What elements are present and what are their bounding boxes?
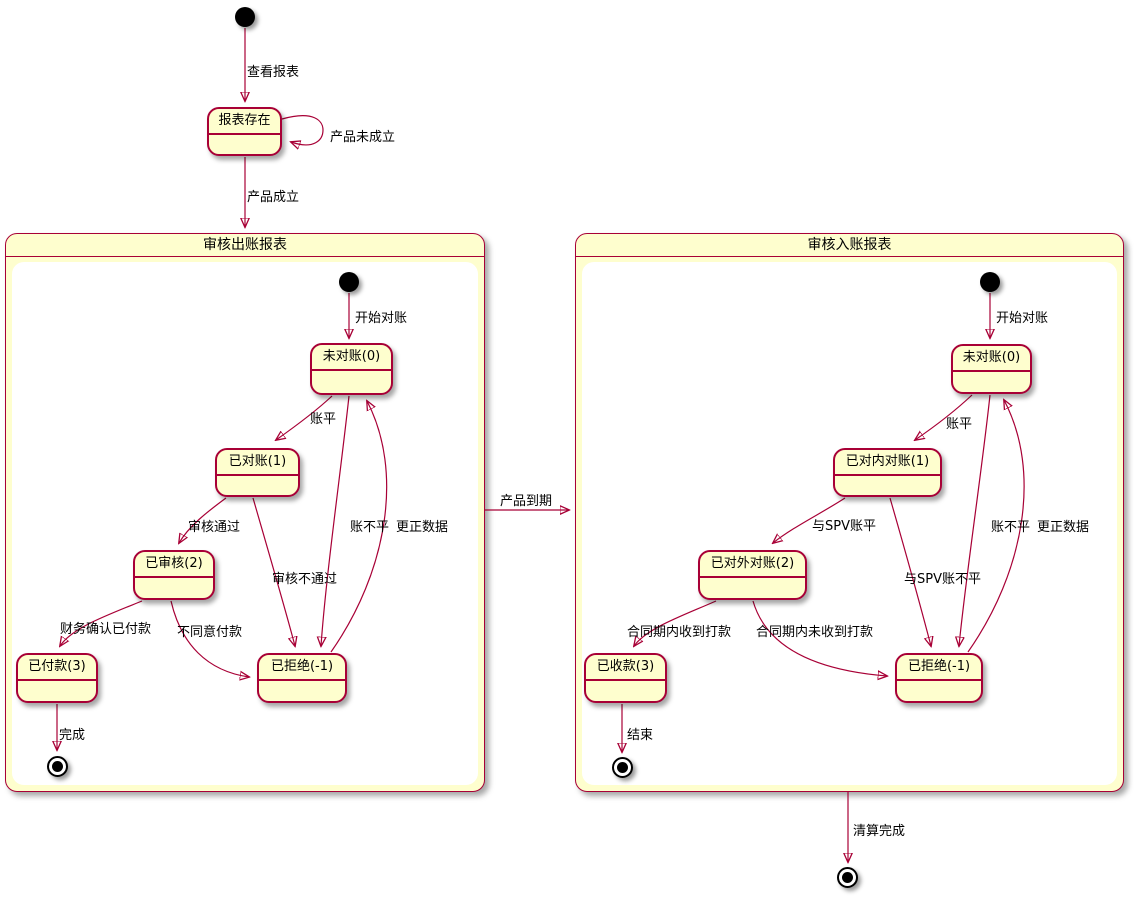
label-product-not-established: 产品未成立 [330, 130, 396, 145]
state-title: 已收款(3) [586, 655, 665, 681]
arrow-out-payment-denied [170, 600, 249, 677]
label-in-spv-balanced: 与SPV账平 [812, 519, 876, 534]
state-title: 未对账(0) [953, 346, 1030, 372]
state-title: 已拒绝(-1) [259, 655, 345, 681]
final-state-core [617, 762, 628, 773]
arrow-in-balanced [915, 394, 973, 440]
arrow-in-spv-unbalanced [889, 497, 931, 646]
final-state-incoming [612, 757, 633, 778]
initial-state-top [235, 7, 255, 27]
state-title: 已付款(3) [18, 655, 96, 681]
label-in-spv-unbalanced: 与SPV账不平 [904, 572, 981, 587]
state-body [259, 681, 345, 701]
state-out-rejected: 已拒绝(-1) [257, 653, 347, 703]
state-body [312, 371, 391, 393]
state-out-reviewed: 已审核(2) [133, 550, 215, 600]
arrow-out-balanced [276, 395, 333, 440]
label-in-unbalanced: 账不平 [991, 520, 1031, 535]
state-body [217, 476, 298, 495]
state-title: 报表存在 [209, 109, 280, 135]
label-in-received: 合同期内收到打款 [627, 625, 732, 640]
state-body [897, 681, 981, 701]
state-body [835, 476, 940, 495]
label-out-finance-confirm: 财务确认已付款 [60, 622, 152, 637]
state-out-reconciled: 已对账(1) [215, 448, 300, 497]
label-in-end: 结束 [627, 728, 654, 743]
arrow-out-finance-confirm [60, 600, 143, 646]
arrow-in-received [634, 600, 717, 646]
state-out-paid: 已付款(3) [16, 653, 98, 703]
label-out-payment-denied: 不同意付款 [177, 625, 243, 640]
final-state-outgoing [47, 756, 68, 777]
arrow-in-unbalanced [959, 394, 991, 646]
state-body [953, 372, 1030, 392]
label-product-established: 产品成立 [247, 190, 300, 205]
state-title: 已对账(1) [217, 450, 298, 476]
state-body [209, 135, 280, 154]
label-out-complete: 完成 [59, 728, 86, 743]
state-in-rejected: 已拒绝(-1) [895, 653, 983, 703]
state-body [18, 681, 96, 701]
arrow-out-review-fail [252, 497, 295, 646]
label-in-correct-data: 更正数据 [1037, 520, 1090, 535]
initial-state-outgoing [339, 272, 359, 292]
label-out-review-fail: 审核不通过 [272, 572, 338, 587]
label-out-balanced: 账平 [310, 412, 337, 427]
arrow-out-correct-data [330, 401, 388, 653]
label-in-balanced: 账平 [946, 417, 973, 432]
arrow-product-not-established-loop [281, 115, 324, 145]
label-liquidation-complete: 清算完成 [853, 824, 906, 839]
label-out-unbalanced: 账不平 [350, 520, 390, 535]
initial-state-incoming [980, 272, 1000, 292]
state-body [586, 681, 665, 701]
arrow-out-unbalanced [321, 395, 350, 646]
composite-outgoing-title: 审核出账报表 [6, 234, 484, 257]
state-title: 已对内对账(1) [835, 450, 940, 476]
arrow-in-not-received [752, 600, 887, 676]
label-out-correct-data: 更正数据 [396, 520, 449, 535]
arrow-out-review-pass [179, 497, 227, 543]
label-in-not-received: 合同期内未收到打款 [756, 625, 874, 640]
label-out-start: 开始对账 [355, 311, 408, 326]
state-body [135, 578, 213, 598]
label-view-report: 查看报表 [247, 65, 300, 80]
state-in-received: 已收款(3) [584, 653, 667, 703]
label-in-start: 开始对账 [996, 311, 1049, 326]
state-in-internal-reconciled: 已对内对账(1) [833, 448, 942, 497]
state-in-unreconciled: 未对账(0) [951, 344, 1032, 394]
state-title: 未对账(0) [312, 345, 391, 371]
label-out-review-pass: 审核通过 [188, 520, 241, 535]
state-report-exists: 报表存在 [207, 107, 282, 156]
final-state-core [842, 872, 853, 883]
state-title: 已审核(2) [135, 552, 213, 578]
arrow-in-correct-data [967, 400, 1025, 653]
final-state-core [52, 761, 63, 772]
state-title: 已拒绝(-1) [897, 655, 981, 681]
state-body [700, 578, 805, 598]
state-in-external-reconciled: 已对外对账(2) [698, 550, 807, 600]
arrow-in-spv-balanced [773, 497, 846, 543]
state-title: 已对外对账(2) [700, 552, 805, 578]
state-out-unreconciled: 未对账(0) [310, 343, 393, 395]
label-product-mature: 产品到期 [500, 494, 553, 509]
final-state-bottom [837, 867, 858, 888]
composite-incoming-title: 审核入账报表 [576, 234, 1123, 257]
composite-incoming-report: 审核入账报表 [575, 233, 1124, 792]
